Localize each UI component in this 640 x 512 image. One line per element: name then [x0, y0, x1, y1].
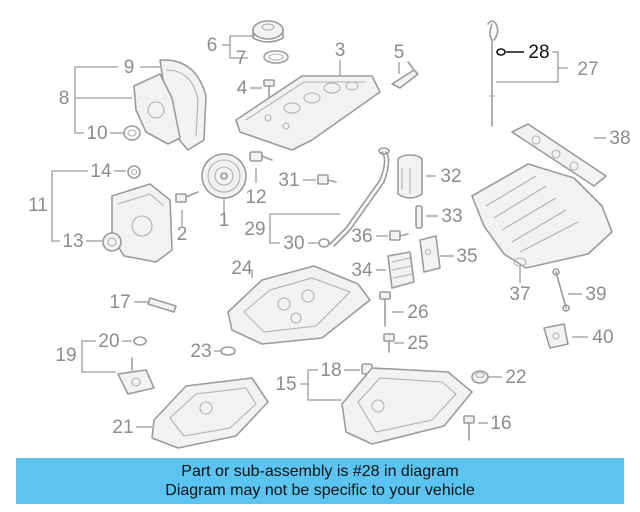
callout-12: 12	[245, 187, 266, 208]
bracket-5	[391, 61, 419, 89]
parts-diagram: 1 2 3 4 5 6 7 8 9 10 11 12 13 14 15 16 1…	[28, 20, 631, 449]
callout-11: 11	[28, 195, 48, 216]
callout-1: 1	[219, 210, 230, 231]
callout-21: 21	[112, 417, 133, 438]
callout-19: 19	[55, 345, 76, 366]
bolt-12	[249, 151, 273, 162]
callout-29: 29	[244, 219, 265, 240]
part-17	[147, 297, 177, 313]
callout-32: 32	[440, 166, 461, 187]
callout-24: 24	[231, 258, 253, 279]
callout-26: 26	[407, 302, 428, 323]
timing-belt-cover-middle	[133, 73, 181, 145]
callout-16: 16	[490, 413, 511, 434]
callout-31: 31	[278, 170, 299, 191]
callout-9: 9	[124, 57, 135, 78]
callout-23: 23	[190, 341, 211, 362]
oil-pan-lower-21	[151, 377, 269, 449]
info-banner: Part or sub-assembly is #28 in diagram D…	[16, 458, 624, 504]
callout-18: 18	[320, 360, 341, 381]
seal-14	[127, 165, 141, 179]
callout-14: 14	[90, 161, 112, 182]
seal-23	[220, 346, 236, 356]
callout-13: 13	[62, 231, 83, 252]
callout-8: 8	[59, 88, 70, 109]
callout-7: 7	[236, 48, 247, 69]
callout-5: 5	[394, 42, 405, 63]
oil-filler-cap	[252, 20, 284, 43]
o-ring-20	[133, 336, 147, 346]
callout-25: 25	[407, 333, 428, 354]
bolt-26	[379, 291, 391, 327]
link-rod-39	[552, 268, 570, 312]
bolt-16	[463, 415, 475, 441]
banner-line-disclaimer: Diagram may not be specific to your vehi…	[165, 482, 475, 499]
crankshaft-pulley	[201, 153, 247, 199]
callout-33: 33	[441, 206, 462, 227]
o-ring-28	[496, 48, 506, 56]
seal-10	[123, 125, 141, 141]
banner-line-part: Part or sub-assembly is #28 in diagram	[181, 463, 459, 480]
callout-4: 4	[237, 78, 248, 99]
callout-15: 15	[275, 374, 296, 395]
seal-13	[102, 232, 122, 252]
timing-belt-cover-lower	[111, 183, 173, 263]
oil-pump-pickup	[117, 357, 155, 395]
callout-40: 40	[592, 327, 613, 348]
oil-filter-housing	[397, 154, 423, 199]
bolt-31	[317, 174, 337, 185]
callout-30: 30	[283, 233, 304, 254]
pin-33	[415, 205, 423, 229]
oil-cooler	[387, 251, 415, 289]
filler-cap-seal	[263, 50, 289, 64]
callout-36: 36	[351, 226, 372, 247]
intake-manifold-gasket	[511, 123, 607, 187]
plug-22	[471, 370, 489, 384]
callout-17: 17	[109, 292, 130, 313]
callout-34: 34	[351, 260, 373, 281]
bolt-4	[263, 79, 275, 99]
callout-35: 35	[456, 246, 477, 267]
callout-38: 38	[609, 128, 630, 149]
callout-22: 22	[505, 367, 526, 388]
bolt-2	[175, 191, 199, 203]
gasket-35	[419, 235, 441, 273]
callout-labels: 1 2 3 4 5 6 7 8 9 10 11 12 13 14 15 16 1…	[28, 35, 630, 438]
callout-28: 28	[528, 42, 549, 63]
oil-pan-upper	[227, 265, 371, 345]
sensor-40	[543, 323, 569, 349]
oil-dipstick	[487, 20, 499, 127]
oil-pan-15	[341, 367, 473, 445]
callout-6: 6	[207, 35, 218, 56]
part-drawings	[102, 20, 613, 449]
callout-39: 39	[585, 284, 606, 305]
callout-27: 27	[577, 59, 598, 80]
callout-3: 3	[335, 40, 346, 61]
bolt-36	[389, 230, 409, 241]
callout-37: 37	[509, 284, 530, 305]
bolt-25	[383, 333, 395, 353]
timing-belt-cover-upper	[159, 59, 207, 151]
callout-2: 2	[177, 224, 188, 245]
cylinder-head-cover	[235, 75, 381, 151]
intake-manifold	[471, 163, 613, 269]
o-ring-30	[318, 238, 330, 248]
dipstick-guide-tube	[329, 147, 390, 247]
callout-20: 20	[98, 331, 119, 352]
callout-10: 10	[86, 123, 107, 144]
leader-lines	[51, 35, 606, 428]
